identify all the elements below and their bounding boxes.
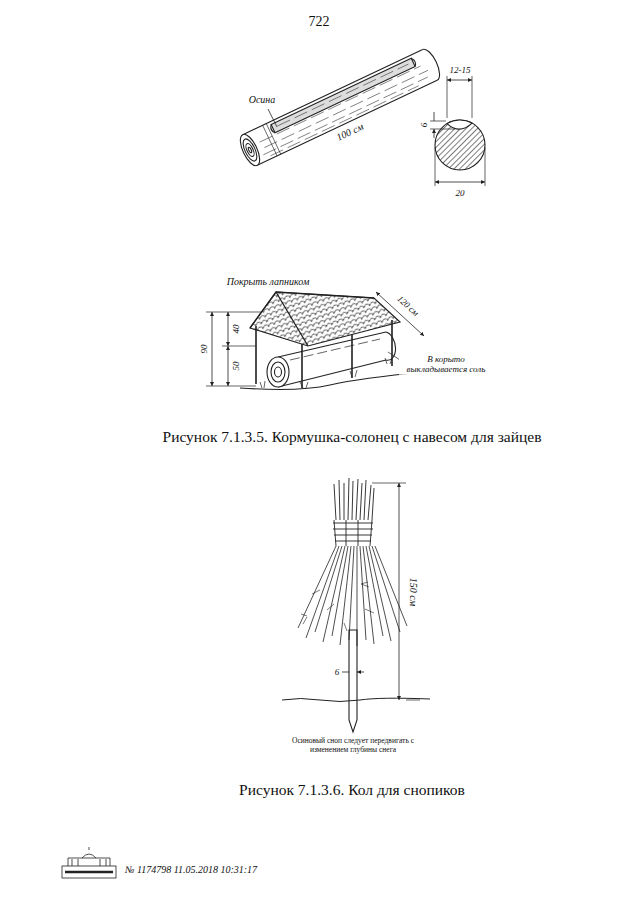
note: Покрыть лапником xyxy=(226,276,311,288)
note: В корыто выкладывается соль xyxy=(399,354,493,375)
stamp-building xyxy=(68,847,110,866)
leader-line xyxy=(268,109,277,127)
dimension: 150 см xyxy=(407,577,419,607)
dimension-line xyxy=(212,312,213,386)
groove-end xyxy=(269,57,417,133)
stake xyxy=(349,630,357,732)
dimension-line xyxy=(434,112,435,138)
sheaf-twigs xyxy=(298,546,407,646)
tree-ring xyxy=(240,137,259,163)
dimension: 20 xyxy=(455,188,466,198)
sheaf-top xyxy=(334,478,374,520)
document-stamp: № 1174798 11.05.2018 10:31:17 xyxy=(124,864,258,876)
tree-ring xyxy=(275,367,282,377)
aspen-log xyxy=(236,47,443,169)
dimension-line xyxy=(399,483,400,700)
figure-caption: Рисунок 7.1.3.5. Кормушка-солонец с наве… xyxy=(162,428,543,446)
log-outline xyxy=(243,50,437,166)
dimension: 50 xyxy=(231,361,241,372)
note: Осиновый сноп следует передвигать с изме… xyxy=(277,737,429,754)
dimension-line xyxy=(228,346,229,386)
extension-line xyxy=(206,312,262,386)
tree-ring xyxy=(271,362,285,382)
bark-line xyxy=(263,124,281,156)
figure-caption: Рисунок 7.1.3.6. Кол для снопиков xyxy=(238,781,466,799)
dimension: 90 xyxy=(199,344,209,355)
sheaf-stake xyxy=(282,478,430,732)
dimension-line xyxy=(435,182,485,183)
log-end-face xyxy=(236,132,263,169)
dimension: 6 xyxy=(334,667,341,677)
dimension: 12-15 xyxy=(449,65,472,75)
part-name: Осина xyxy=(248,94,277,106)
dimension: 100 см xyxy=(334,120,366,143)
tree-ring xyxy=(244,142,255,157)
extension-line xyxy=(430,121,455,129)
extension-line xyxy=(447,76,472,118)
section-notch xyxy=(447,120,472,129)
dimension-line xyxy=(228,312,229,346)
dimension-line xyxy=(447,80,472,81)
stamp-band xyxy=(65,871,113,874)
sheaf-tie xyxy=(333,520,373,546)
feeder-shelter xyxy=(206,292,425,389)
dimension: 40 xyxy=(231,324,241,335)
roof-ridge xyxy=(250,292,374,346)
dimension-line xyxy=(376,292,424,336)
extension-line xyxy=(372,483,420,700)
tree-ring xyxy=(248,147,253,153)
grass xyxy=(260,358,392,388)
archive-stamp xyxy=(62,847,116,878)
roof xyxy=(250,292,400,346)
dimension: 120 см xyxy=(394,293,421,319)
extension-line xyxy=(435,147,485,186)
wood-grain xyxy=(255,58,433,159)
page-number: 722 xyxy=(308,14,331,30)
sheaf-branch xyxy=(301,582,374,631)
section-circle xyxy=(435,120,485,170)
trough-log-face xyxy=(267,357,289,387)
stamp-base xyxy=(62,866,116,878)
dimension: 6 xyxy=(419,122,429,129)
cross-section xyxy=(430,76,485,186)
dimension-line xyxy=(342,672,364,673)
log-end xyxy=(423,47,444,81)
